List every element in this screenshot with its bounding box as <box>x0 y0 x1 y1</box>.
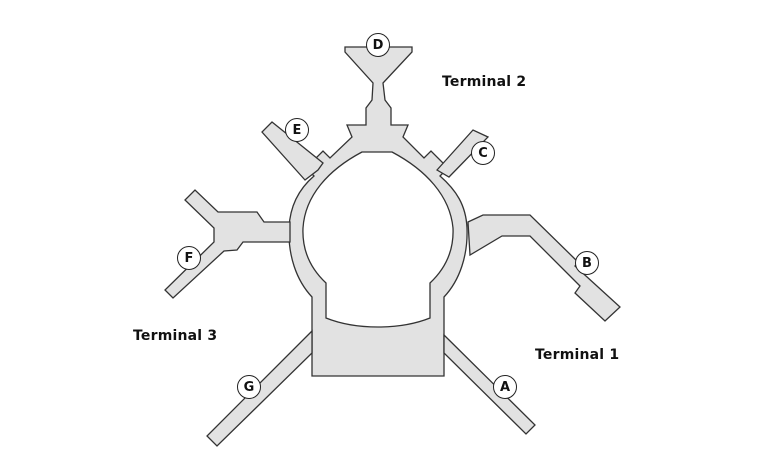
terminal-3-label: Terminal 3 <box>133 328 218 344</box>
gate-d-label: D <box>372 37 384 53</box>
gate-f-label: F <box>184 250 194 266</box>
gate-g-marker[interactable]: G <box>237 375 261 399</box>
pier-e <box>261 121 324 181</box>
gate-a-marker[interactable]: A <box>493 375 517 399</box>
pier-f <box>164 189 291 299</box>
gate-b-marker[interactable]: B <box>575 251 599 275</box>
pier-b <box>467 214 621 322</box>
central-concourse <box>288 46 468 377</box>
gate-g-label: G <box>243 379 255 395</box>
gate-f-marker[interactable]: F <box>177 246 201 270</box>
gate-c-marker[interactable]: C <box>471 141 495 165</box>
gate-e-marker[interactable]: E <box>285 118 309 142</box>
terminal-2-label: Terminal 2 <box>442 74 527 90</box>
gate-e-label: E <box>292 122 302 138</box>
pier-a <box>443 333 536 435</box>
pier-c <box>435 129 490 178</box>
terminal-1-label: Terminal 1 <box>535 347 620 363</box>
gate-d-marker[interactable]: D <box>366 33 390 57</box>
gate-a-label: A <box>499 379 511 395</box>
gate-c-label: C <box>478 145 488 161</box>
gate-b-label: B <box>582 255 592 271</box>
